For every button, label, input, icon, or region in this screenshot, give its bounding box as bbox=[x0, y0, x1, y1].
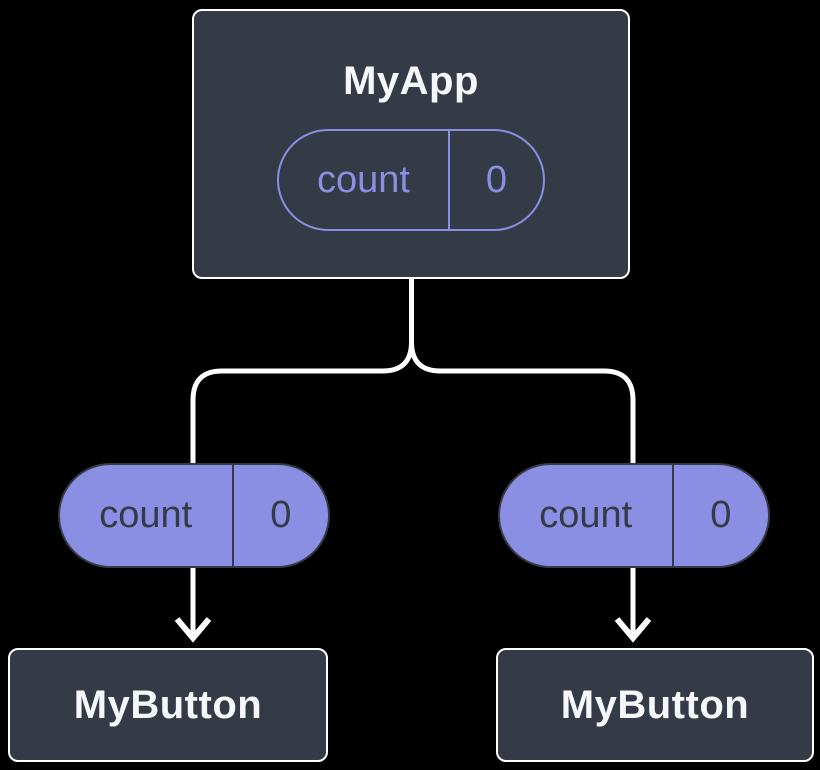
prop-pill-value: 0 bbox=[270, 494, 292, 536]
node-mybutton-left: MyButton bbox=[8, 648, 328, 762]
pill-divider bbox=[231, 465, 234, 566]
node-mybutton-left-title: MyButton bbox=[73, 683, 263, 727]
arrowhead-down-left-icon bbox=[174, 617, 212, 643]
node-mybutton-right-title: MyButton bbox=[560, 683, 750, 727]
prop-pill-name: count bbox=[539, 494, 633, 536]
node-myapp: MyApp count 0 bbox=[192, 9, 630, 279]
connector-right-branch bbox=[409, 278, 636, 634]
pill-divider bbox=[671, 465, 674, 566]
state-pill-value: 0 bbox=[485, 158, 508, 201]
node-mybutton-right: MyButton bbox=[496, 648, 814, 762]
pill-divider bbox=[447, 131, 450, 229]
state-pill-myapp: count 0 bbox=[277, 129, 545, 231]
prop-pill-right: count 0 bbox=[498, 463, 770, 568]
node-myapp-title: MyApp bbox=[343, 59, 479, 103]
connector-left-branch bbox=[190, 278, 414, 634]
state-pill-name: count bbox=[316, 158, 410, 201]
prop-pill-value: 0 bbox=[710, 494, 732, 536]
prop-pill-left: count 0 bbox=[58, 463, 330, 568]
prop-pill-name: count bbox=[99, 494, 193, 536]
arrowhead-down-right-icon bbox=[614, 617, 652, 643]
